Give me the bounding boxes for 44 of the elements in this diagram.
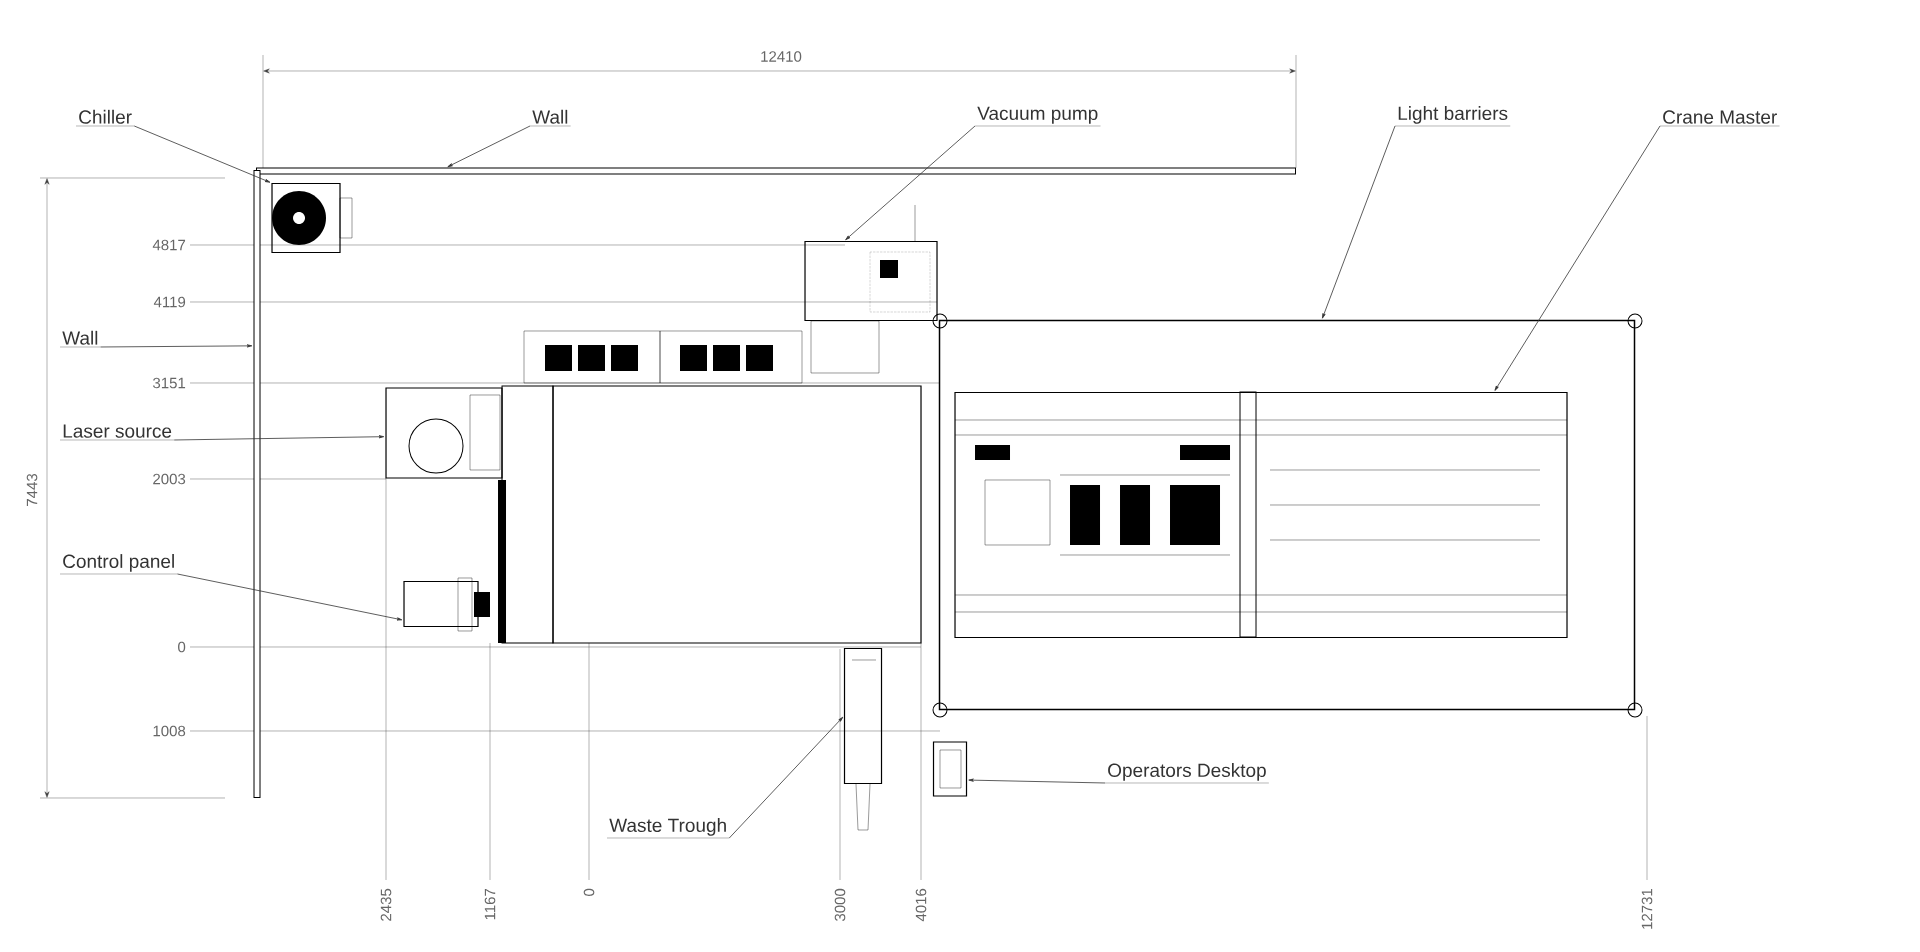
- dimension-text: 4817: [152, 239, 186, 251]
- callout-label: Vacuum pump: [974, 106, 1101, 127]
- operator-desk-drawing: [932, 741, 968, 797]
- leader-line: [1322, 125, 1396, 319]
- dimension-text: 3151: [153, 377, 186, 389]
- wall-drawing: [256, 167, 1296, 175]
- dimension-text: 7443: [26, 474, 38, 506]
- dimension-text: 4016: [915, 888, 927, 922]
- light-barrier-frame: [932, 313, 1643, 718]
- leader-line: [845, 125, 976, 241]
- dimension-text: 1008: [153, 725, 186, 737]
- waste-trough-drawing: [843, 647, 883, 831]
- leader-line: [177, 573, 403, 621]
- leader-line: [173, 435, 385, 441]
- vacuum-pump-drawing: [804, 204, 938, 374]
- dimension-text: 2435: [380, 888, 392, 921]
- callout-label: Crane Master: [1659, 110, 1780, 127]
- control-panel-drawing: [403, 577, 490, 632]
- callout-label: Laser source: [59, 424, 175, 441]
- callout-label: Wall: [529, 109, 571, 127]
- laser-source-drawing: [385, 387, 503, 479]
- callout-label: Chiller: [75, 109, 135, 127]
- leader-line: [1494, 125, 1661, 391]
- dimension-text: 4119: [153, 296, 186, 308]
- dimension-text: 0: [583, 888, 595, 896]
- dimension-text: 3000: [834, 888, 846, 921]
- callout-label: Waste Trough: [606, 818, 730, 839]
- dimension-text: 1167: [484, 888, 496, 920]
- dimension-text: 0: [178, 641, 186, 653]
- dimension-text: 12731: [1641, 888, 1653, 929]
- dimension-text: 2003: [153, 473, 186, 485]
- leader-line: [447, 125, 531, 168]
- crane-drawing: [954, 391, 1568, 639]
- leader-line: [968, 778, 1106, 784]
- callout-label: Control panel: [59, 554, 178, 575]
- wall-drawing: [253, 170, 261, 798]
- chiller-drawing: [271, 182, 353, 254]
- callout-label: Operators Desktop: [1104, 763, 1270, 784]
- dimension-text: 12410: [761, 51, 802, 62]
- leader-line: [728, 716, 844, 839]
- callout-label: Wall: [59, 330, 101, 348]
- leader-line: [133, 125, 271, 183]
- callout-label: Light barriers: [1394, 106, 1511, 127]
- leader-line: [100, 344, 253, 348]
